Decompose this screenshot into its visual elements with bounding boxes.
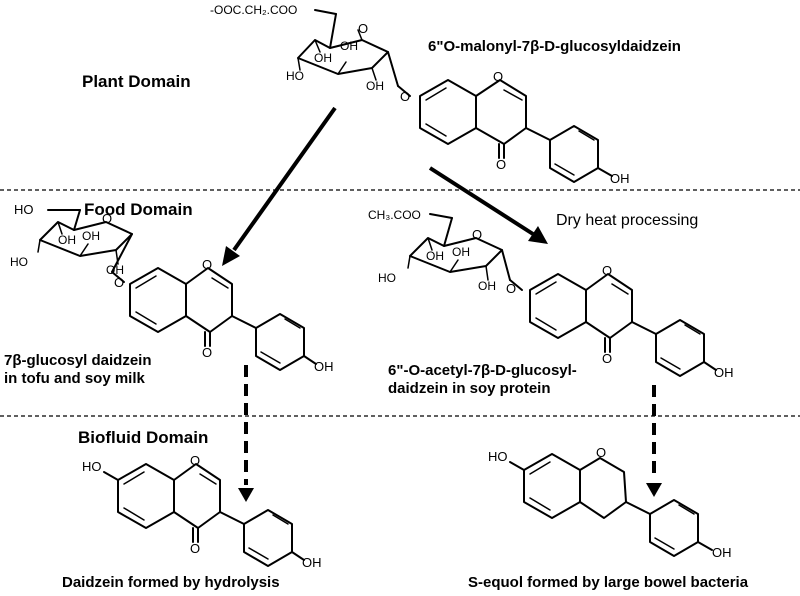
glucosyl-name-line2: in tofu and soy milk [4, 370, 145, 387]
m3-oh-label-3: OH [478, 279, 496, 293]
m1-oh-label-3: OH [366, 79, 384, 93]
m3-keto-o-label: O [602, 351, 613, 366]
structure-acetyl-glucosyldaidzein [407, 213, 717, 377]
m2-oh-label-1: OH [58, 233, 76, 247]
m2-ring-o-label: O [102, 211, 113, 226]
m1-keto-o-label: O [496, 157, 507, 172]
structure-daidzein [103, 463, 305, 567]
s-equol-name: S-equol formed by large bowel bacteria [468, 574, 749, 591]
m2-ho-label: HO [10, 255, 28, 269]
acetyl-substituent: CH₃.COO [368, 208, 421, 222]
arrow-plant-to-food-left [222, 106, 337, 266]
glucosyl-name-line1: 7β-glucosyl daidzein [4, 352, 152, 369]
m5-ho-label: HO [488, 449, 508, 464]
plant-domain-label: Plant Domain [82, 72, 191, 91]
m1-link-o-label: O [400, 89, 411, 104]
m3-ho-label: HO [378, 271, 396, 285]
m4-ho-label: HO [82, 459, 102, 474]
arrow-bacteria-dashed [646, 385, 662, 497]
biofluid-domain-label: Biofluid Domain [78, 428, 209, 447]
m2-keto-o-label: O [202, 345, 213, 360]
m1-ho-label: HO [286, 69, 304, 83]
m1-pyran-o-label: O [493, 69, 504, 84]
m3-phenol-oh-label: OH [714, 365, 734, 380]
malonyl-compound-name: 6"O-malonyl-7β-D-glucosyldaidzein [428, 38, 681, 55]
m2-phenol-oh-label: OH [314, 359, 334, 374]
structure-glucosyl-daidzein [37, 209, 317, 371]
m2-link-o-label: O [114, 275, 125, 290]
m5-pyran-o-label: O [596, 445, 607, 460]
m2-oh-label-2: OH [82, 229, 100, 243]
dry-heat-label: Dry heat processing [556, 212, 699, 229]
m2-oh-label-3: OH [106, 263, 124, 277]
m4-pyran-o-label: O [190, 453, 201, 468]
m4-phenol-oh-label: OH [302, 555, 322, 570]
acetyl-name-line2: daidzein in soy protein [388, 380, 551, 397]
m1-ring-o-label: O [358, 21, 369, 36]
arrow-plant-to-food-right [428, 166, 548, 244]
m3-oh-label-1: OH [426, 249, 444, 263]
m1-oh-label-2: OH [340, 39, 358, 53]
m1-oh-label-1: OH [314, 51, 332, 65]
m3-link-o-label: O [506, 281, 517, 296]
m2-pyran-o-label: O [202, 257, 213, 272]
m3-pyran-o-label: O [602, 263, 613, 278]
structure-malonyl-glucosyldaidzein [297, 9, 613, 183]
m4-keto-o-label: O [190, 541, 201, 556]
m3-ring-o-label: O [472, 227, 483, 242]
daidzein-name: Daidzein formed by hydrolysis [62, 574, 280, 591]
m1-phenol-oh-label: OH [610, 171, 630, 186]
acetyl-name-line1: 6"-O-acetyl-7β-D-glucosyl- [388, 362, 577, 379]
m5-phenol-oh-label: OH [712, 545, 732, 560]
arrow-hydrolysis-dashed [238, 365, 254, 502]
malonyl-substituent: -OOC.CH₂.COO [210, 3, 298, 17]
structure-s-equol [509, 453, 713, 557]
m3-oh-label-2: OH [452, 245, 470, 259]
glucosyl-ch2oh-label: HO [14, 202, 34, 217]
food-domain-label: Food Domain [84, 200, 193, 219]
